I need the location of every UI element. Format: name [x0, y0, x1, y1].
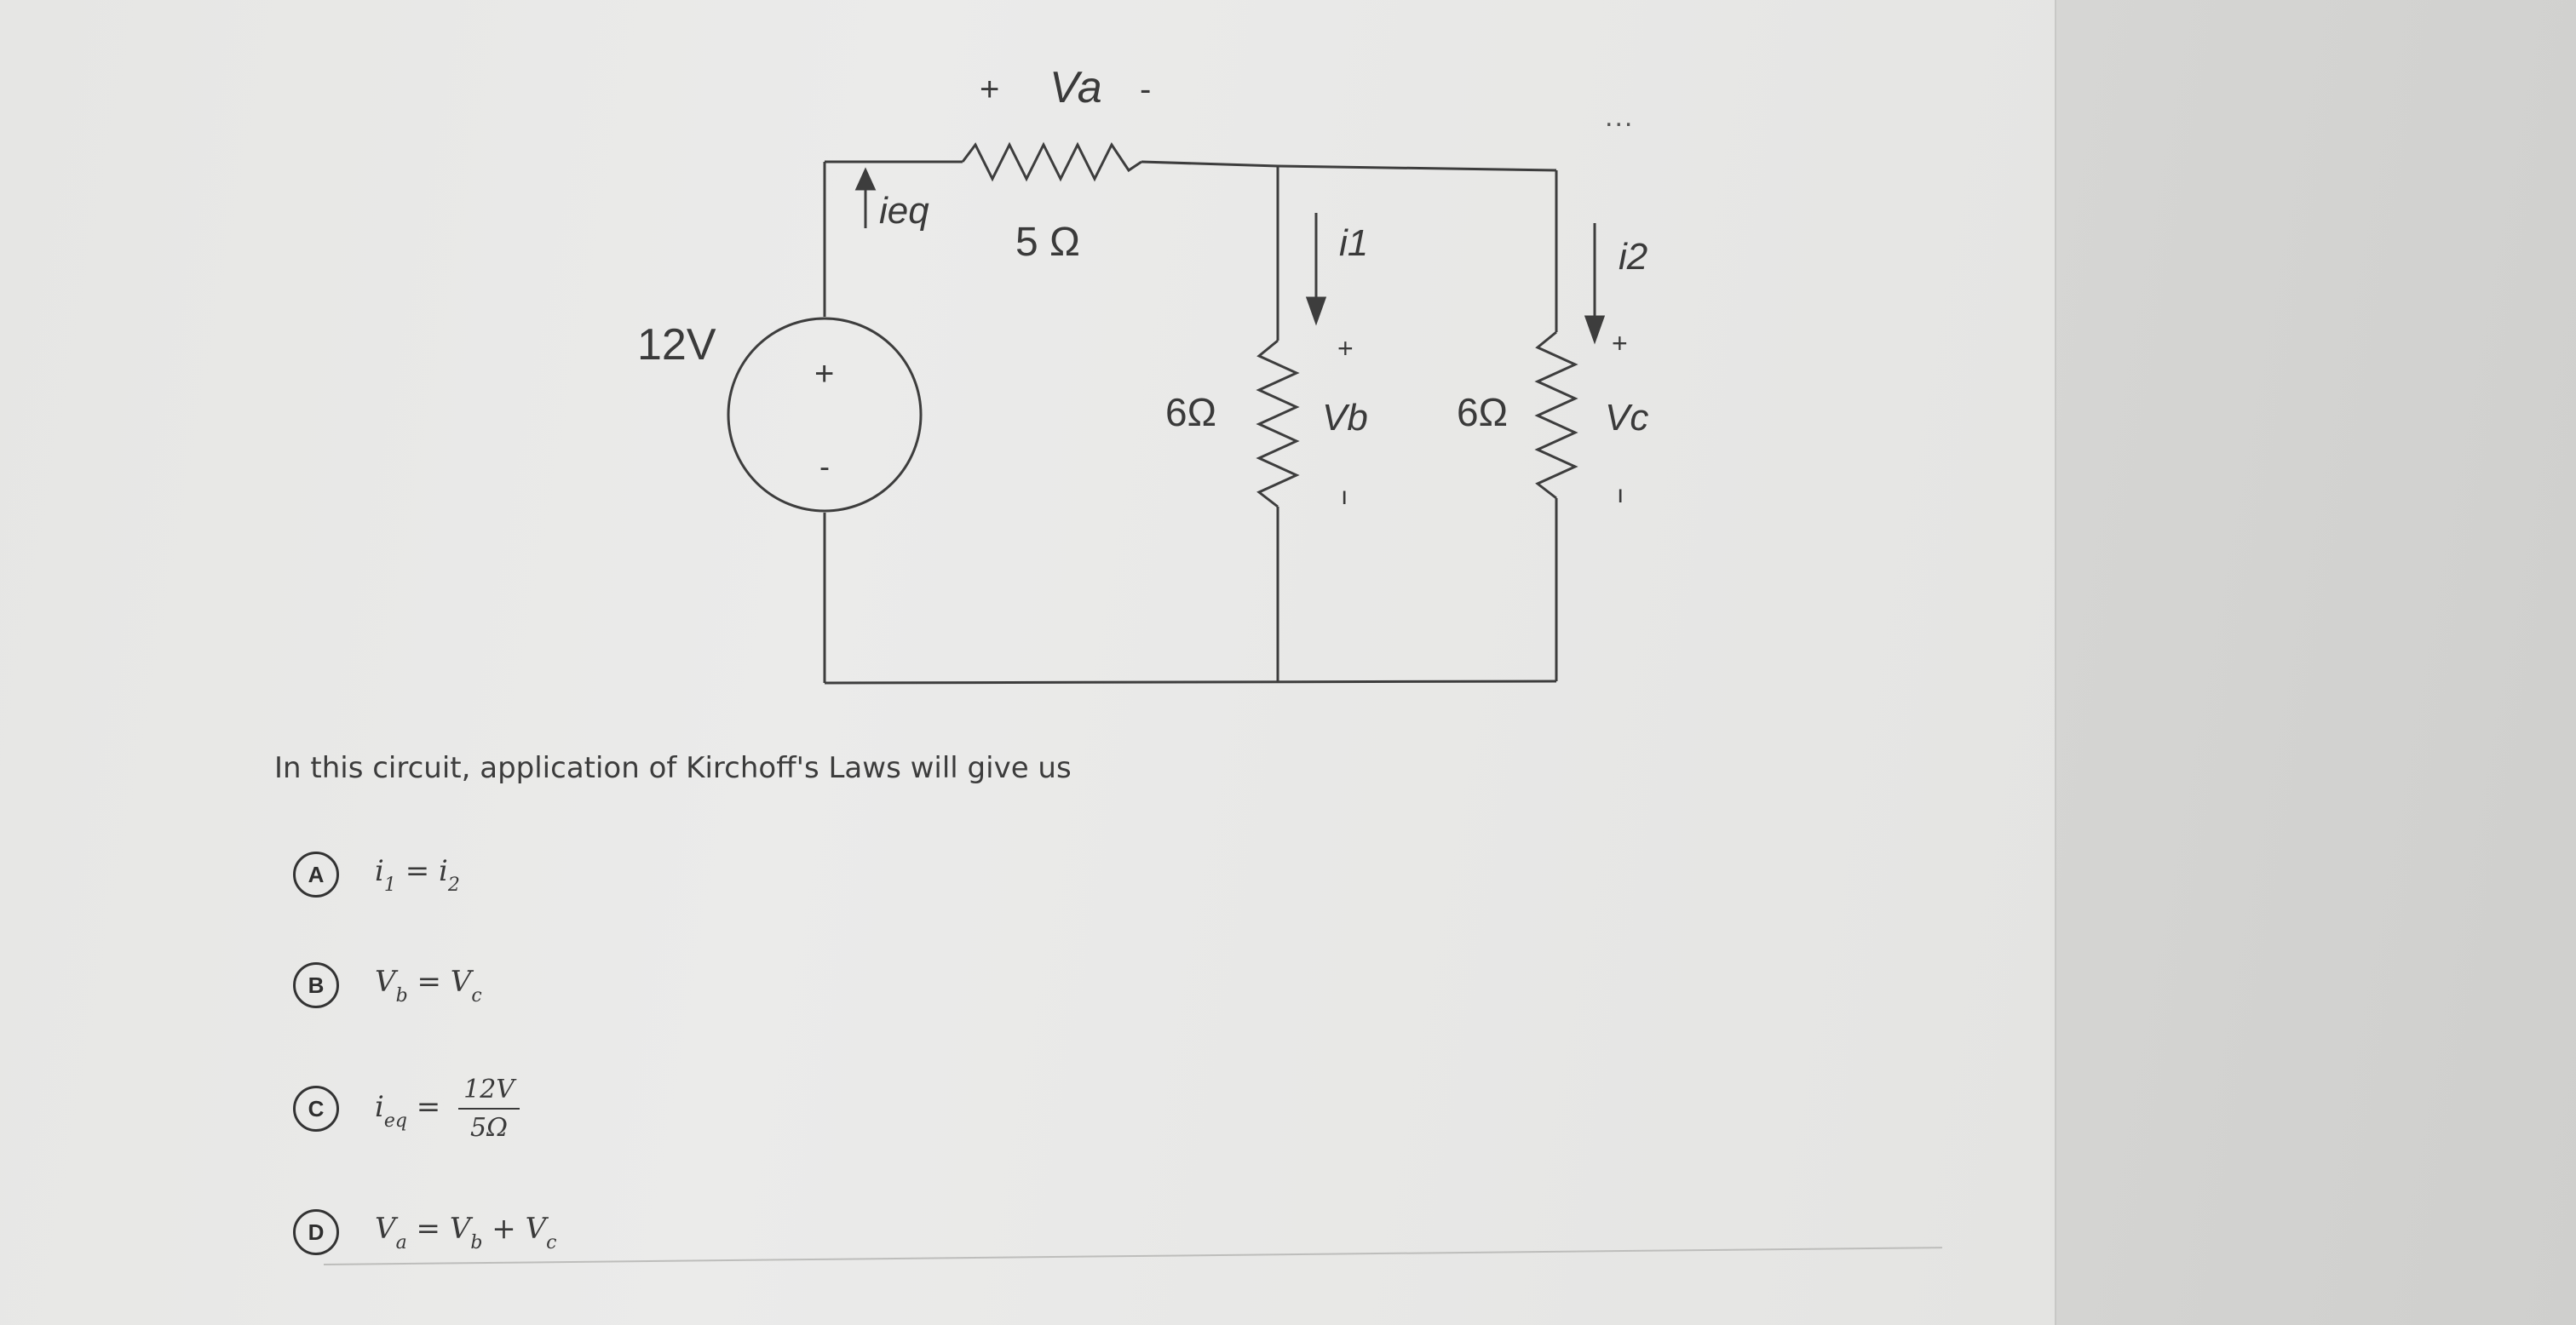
option-d-equation: Va = Vb + Vc	[375, 1211, 557, 1253]
series-resistor-value: 5 Ω	[1015, 220, 1080, 265]
va-label: Va	[1049, 63, 1102, 112]
ieq-arrow-head	[854, 167, 877, 191]
source-plus-sign: +	[814, 355, 834, 393]
wire-top-right	[1277, 164, 1557, 172]
option-d[interactable]: D Va = Vb + Vc	[293, 1209, 556, 1255]
i1-arrow-head	[1305, 296, 1327, 326]
more-options-icon[interactable]: ...	[1605, 100, 1635, 133]
source-minus-sign: -	[819, 449, 830, 484]
resistor-6ohm-branch2	[1534, 330, 1578, 500]
option-b-equation: Vb = Vc	[375, 964, 482, 1007]
resistor-6ohm-branch1	[1256, 339, 1300, 508]
option-c-radio[interactable]: C	[293, 1086, 339, 1132]
wire-top-mid	[1141, 160, 1279, 168]
vb-minus-sign: ı	[1341, 482, 1348, 510]
circuit-diagram: 12V + - ieq + Va - 5 Ω 6Ω i1 + Vb ı 6Ω i…	[637, 63, 1648, 685]
vc-minus-sign: ı	[1617, 480, 1624, 508]
option-b[interactable]: B Vb = Vc	[293, 962, 482, 1008]
fraction: 12V 5Ω	[458, 1075, 520, 1143]
vb-label: Vb	[1322, 397, 1368, 439]
i1-label: i1	[1339, 222, 1368, 264]
wire-bottom	[824, 680, 1557, 685]
branch1-resistor-value: 6Ω	[1165, 390, 1216, 434]
option-a-radio[interactable]: A	[293, 852, 339, 898]
resistor-5ohm	[961, 141, 1142, 182]
page-margin	[2056, 0, 2576, 1325]
option-c[interactable]: C ieq = 12V 5Ω	[293, 1075, 520, 1143]
question-text: In this circuit, application of Kirchoff…	[274, 751, 1072, 785]
option-a[interactable]: A i1 = i2	[293, 852, 460, 898]
i2-arrow-head	[1584, 315, 1606, 345]
va-minus-sign: -	[1140, 71, 1151, 108]
source-voltage-label: 12V	[637, 320, 716, 370]
vb-plus-sign: +	[1337, 333, 1354, 364]
vc-label: Vc	[1605, 397, 1648, 439]
option-c-equation: ieq = 12V 5Ω	[375, 1075, 520, 1143]
option-b-radio[interactable]: B	[293, 962, 339, 1008]
branch2-resistor-value: 6Ω	[1457, 390, 1508, 434]
i2-label: i2	[1619, 236, 1647, 278]
voltage-source	[727, 317, 923, 513]
option-a-equation: i1 = i2	[375, 853, 460, 896]
ieq-label: ieq	[879, 190, 929, 232]
va-plus-sign: +	[980, 71, 999, 108]
question-page	[0, 0, 2056, 1325]
vc-plus-sign: +	[1612, 328, 1628, 358]
option-d-radio[interactable]: D	[293, 1209, 339, 1255]
